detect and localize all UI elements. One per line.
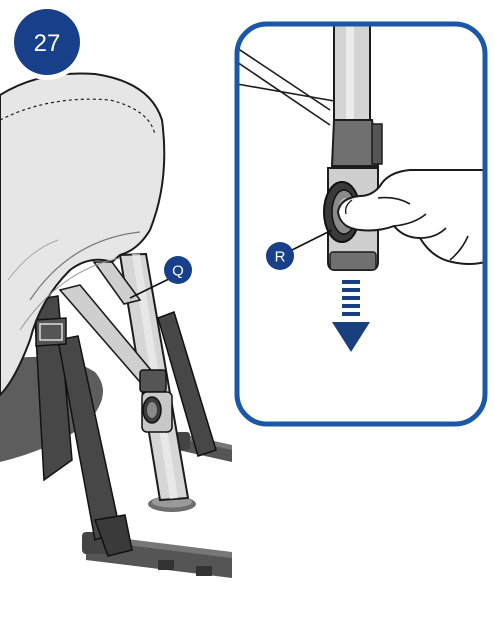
detail-inset: R bbox=[237, 20, 485, 424]
callout-q: Q bbox=[164, 256, 192, 284]
main-scene: Q 27 bbox=[0, 4, 232, 578]
support-straps bbox=[34, 296, 216, 556]
callout-r-label: R bbox=[275, 249, 286, 266]
step-badge: 27 bbox=[9, 4, 85, 80]
step-number: 27 bbox=[34, 30, 61, 57]
callout-q-label: Q bbox=[172, 263, 184, 280]
callout-r: R bbox=[266, 242, 294, 270]
